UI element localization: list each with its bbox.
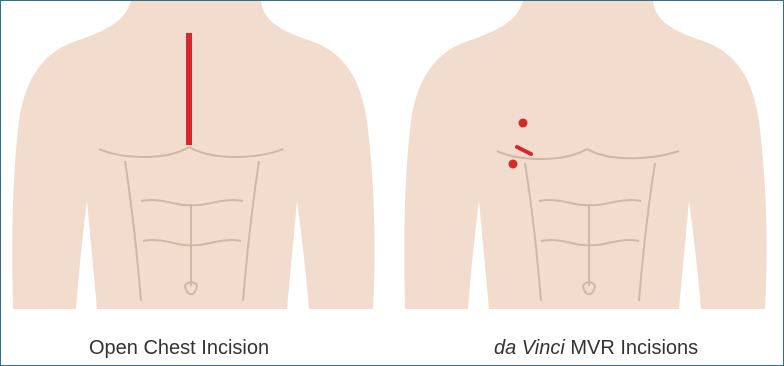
davinci-caption-rest: MVR Incisions	[565, 337, 698, 359]
open-chest-torso-svg	[1, 1, 393, 311]
right-torso-body	[404, 1, 766, 309]
davinci-caption-italic: da Vinci	[494, 337, 565, 359]
open-chest-caption: Open Chest Incision	[89, 337, 269, 360]
upper-port-incision-dot	[519, 119, 528, 128]
lower-port-incision-dot	[509, 160, 518, 169]
open-chest-torso-illustration	[1, 1, 393, 311]
sternotomy-incision-line	[186, 33, 192, 145]
davinci-torso-illustration	[393, 1, 784, 311]
davinci-torso-svg	[393, 1, 784, 311]
left-torso-body	[12, 1, 374, 309]
davinci-caption: da Vinci MVR Incisions	[494, 337, 698, 360]
